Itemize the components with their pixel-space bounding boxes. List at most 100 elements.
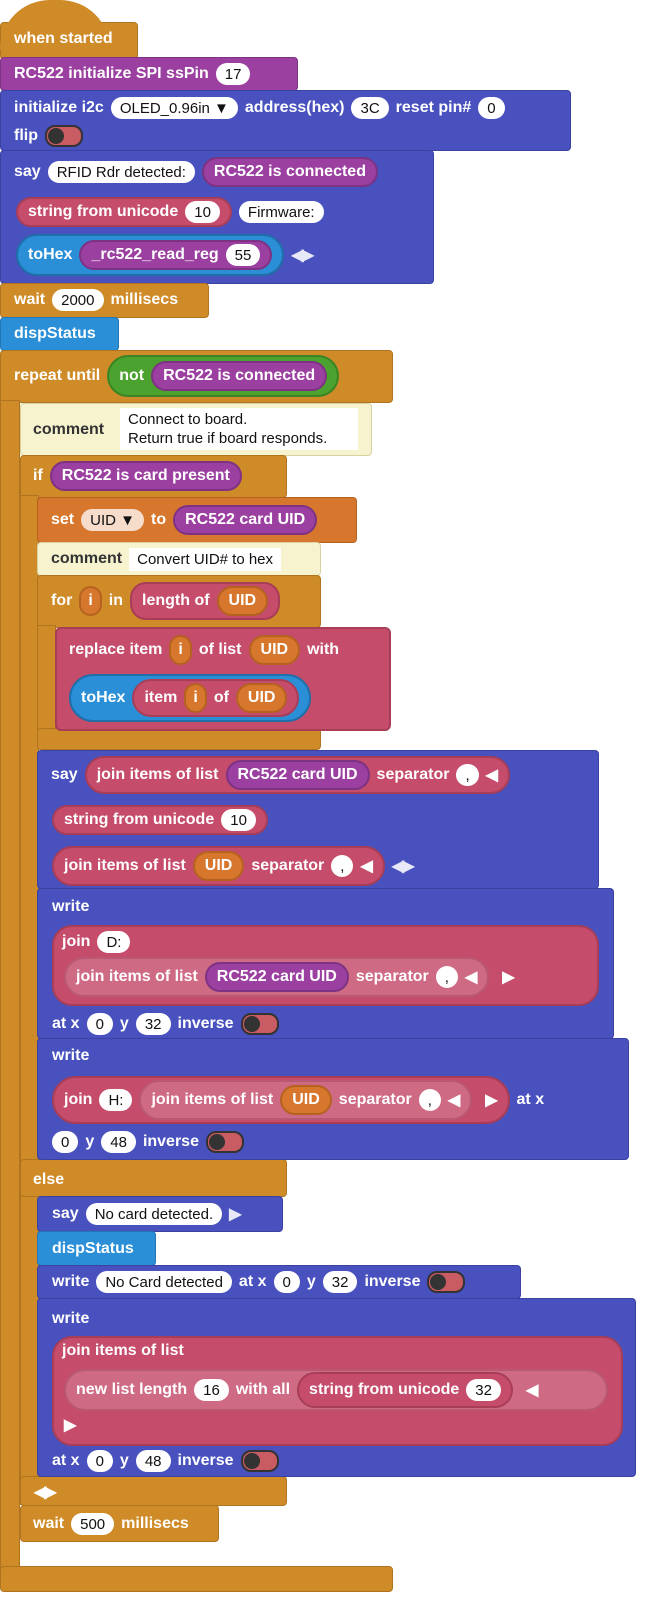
for-arm [37,625,56,730]
uid-variable[interactable]: UID [280,1085,332,1115]
inverse-label: inverse [177,1452,234,1469]
reporter-label: join items of list [96,766,219,783]
unicode-input[interactable]: 10 [185,201,220,223]
unicode-input[interactable]: 10 [221,809,256,831]
comment-text[interactable]: Connect to board.Return true if board re… [120,408,358,450]
collapse-arrow-icon[interactable]: ◀ [525,1382,539,1399]
expand-arrow-icon[interactable]: ▶ [502,969,515,986]
flip-toggle[interactable] [45,125,83,147]
x-input[interactable]: 0 [52,1131,79,1153]
collapse-arrow-icon[interactable]: ◀ [464,969,478,986]
x-input[interactable]: 0 [273,1271,300,1293]
expand-arrow-icon[interactable]: ▶ [64,1417,77,1434]
uid-variable[interactable]: UID [216,586,269,616]
expand-collapse-arrows-icon[interactable]: ◀▶ [34,1484,57,1501]
rc522-card-uid-reporter[interactable]: RC522 card UID [225,760,370,790]
expand-arrow-icon[interactable]: ▶ [485,1092,498,1109]
y-input[interactable]: 48 [101,1131,136,1153]
say-text-input[interactable]: RFID Rdr detected: [47,161,195,183]
x-input[interactable]: 0 [86,1013,113,1035]
rc522-card-uid-reporter[interactable]: RC522 card UID [204,962,349,992]
unicode-input[interactable]: 32 [466,1379,501,1401]
to-label: to [150,511,167,528]
variable-dropdown[interactable]: UID ▼ [81,509,144,531]
separator-input[interactable]: , [418,1089,441,1111]
write-text-input[interactable]: No Card detected [96,1271,232,1293]
inverse-label: inverse [364,1273,421,1290]
dispstatus-block[interactable] [0,317,119,351]
x-input[interactable]: 0 [86,1450,113,1472]
separator-label: separator [338,1091,412,1108]
say-text-input[interactable]: No card detected. [85,1203,223,1225]
collapse-arrow-icon[interactable]: ◀ [447,1092,461,1109]
collapse-arrow-icon[interactable]: ◀ [485,767,498,784]
rc522-is-connected-reporter[interactable]: RC522 is connected [201,157,378,187]
separator-input[interactable]: , [456,764,479,786]
with-all-label: with all [235,1381,291,1398]
join-text-input[interactable]: H: [99,1089,133,1111]
y-input[interactable]: 32 [322,1271,358,1293]
else-header [20,1159,287,1197]
rc522-card-uid-reporter[interactable]: RC522 card UID [173,505,318,535]
else-label: else [33,1171,65,1188]
i-variable[interactable]: i [184,683,207,713]
sspin-input[interactable]: 17 [215,63,251,85]
initialize-i2c-block[interactable] [0,90,571,151]
say-label: say [14,163,41,180]
y-input[interactable]: 48 [135,1450,171,1472]
separator-input[interactable]: , [331,855,354,877]
address-input[interactable]: 3C [351,97,389,119]
join-items-of-list-reporter[interactable]: join items of list RC522 card UID separato… [64,957,490,997]
inverse-toggle[interactable] [240,1450,279,1472]
separator-label: separator [355,968,429,985]
wait-block[interactable] [20,1505,219,1542]
inverse-label: inverse [142,1133,199,1150]
reset-pin-input[interactable]: 0 [478,97,505,119]
inverse-toggle[interactable] [427,1271,466,1293]
uid-variable[interactable]: UID [248,635,301,665]
rc522-is-connected-reporter[interactable]: RC522 is connected [151,361,328,391]
expand-collapse-arrows-icon[interactable]: ◀▶ [391,858,415,875]
uid-variable[interactable]: UID [192,851,245,881]
firmware-text-input[interactable]: Firmware: [238,201,324,223]
collapse-arrow-icon[interactable]: ◀ [360,858,373,875]
reporter-label: RC522 is connected [163,367,316,384]
rc522-init-label: RC522 initialize SPI ssPin [14,65,209,82]
separator-label: separator [251,857,325,874]
expand-collapse-arrows-icon[interactable]: ◀▶ [291,247,314,264]
y-input[interactable]: 32 [135,1013,171,1035]
expand-arrow-icon[interactable]: ▶ [229,1206,241,1223]
display-dropdown[interactable]: OLED_0.96in ▼ [110,97,238,119]
inverse-toggle[interactable] [240,1013,279,1035]
wait-ms-input[interactable]: 2000 [52,289,104,311]
uid-variable[interactable]: UID [235,683,288,713]
list-length-input[interactable]: 16 [194,1379,229,1401]
join-text-input[interactable]: D: [97,931,131,953]
comment-text[interactable]: Convert UID# to hex [129,547,282,571]
separator-input[interactable]: , [435,966,458,988]
wait-ms-input[interactable]: 500 [71,1513,115,1535]
i-variable[interactable]: i [169,635,192,665]
register-input[interactable]: 55 [225,244,261,266]
inverse-label: inverse [177,1015,234,1032]
reporter-label: join items of list [76,968,198,985]
inverse-toggle[interactable] [205,1131,244,1153]
i-variable[interactable]: i [79,586,102,616]
rc522-is-card-present-reporter[interactable]: RC522 is card present [49,461,242,491]
say-block[interactable] [37,1196,283,1232]
comment-label: comment [33,421,105,438]
